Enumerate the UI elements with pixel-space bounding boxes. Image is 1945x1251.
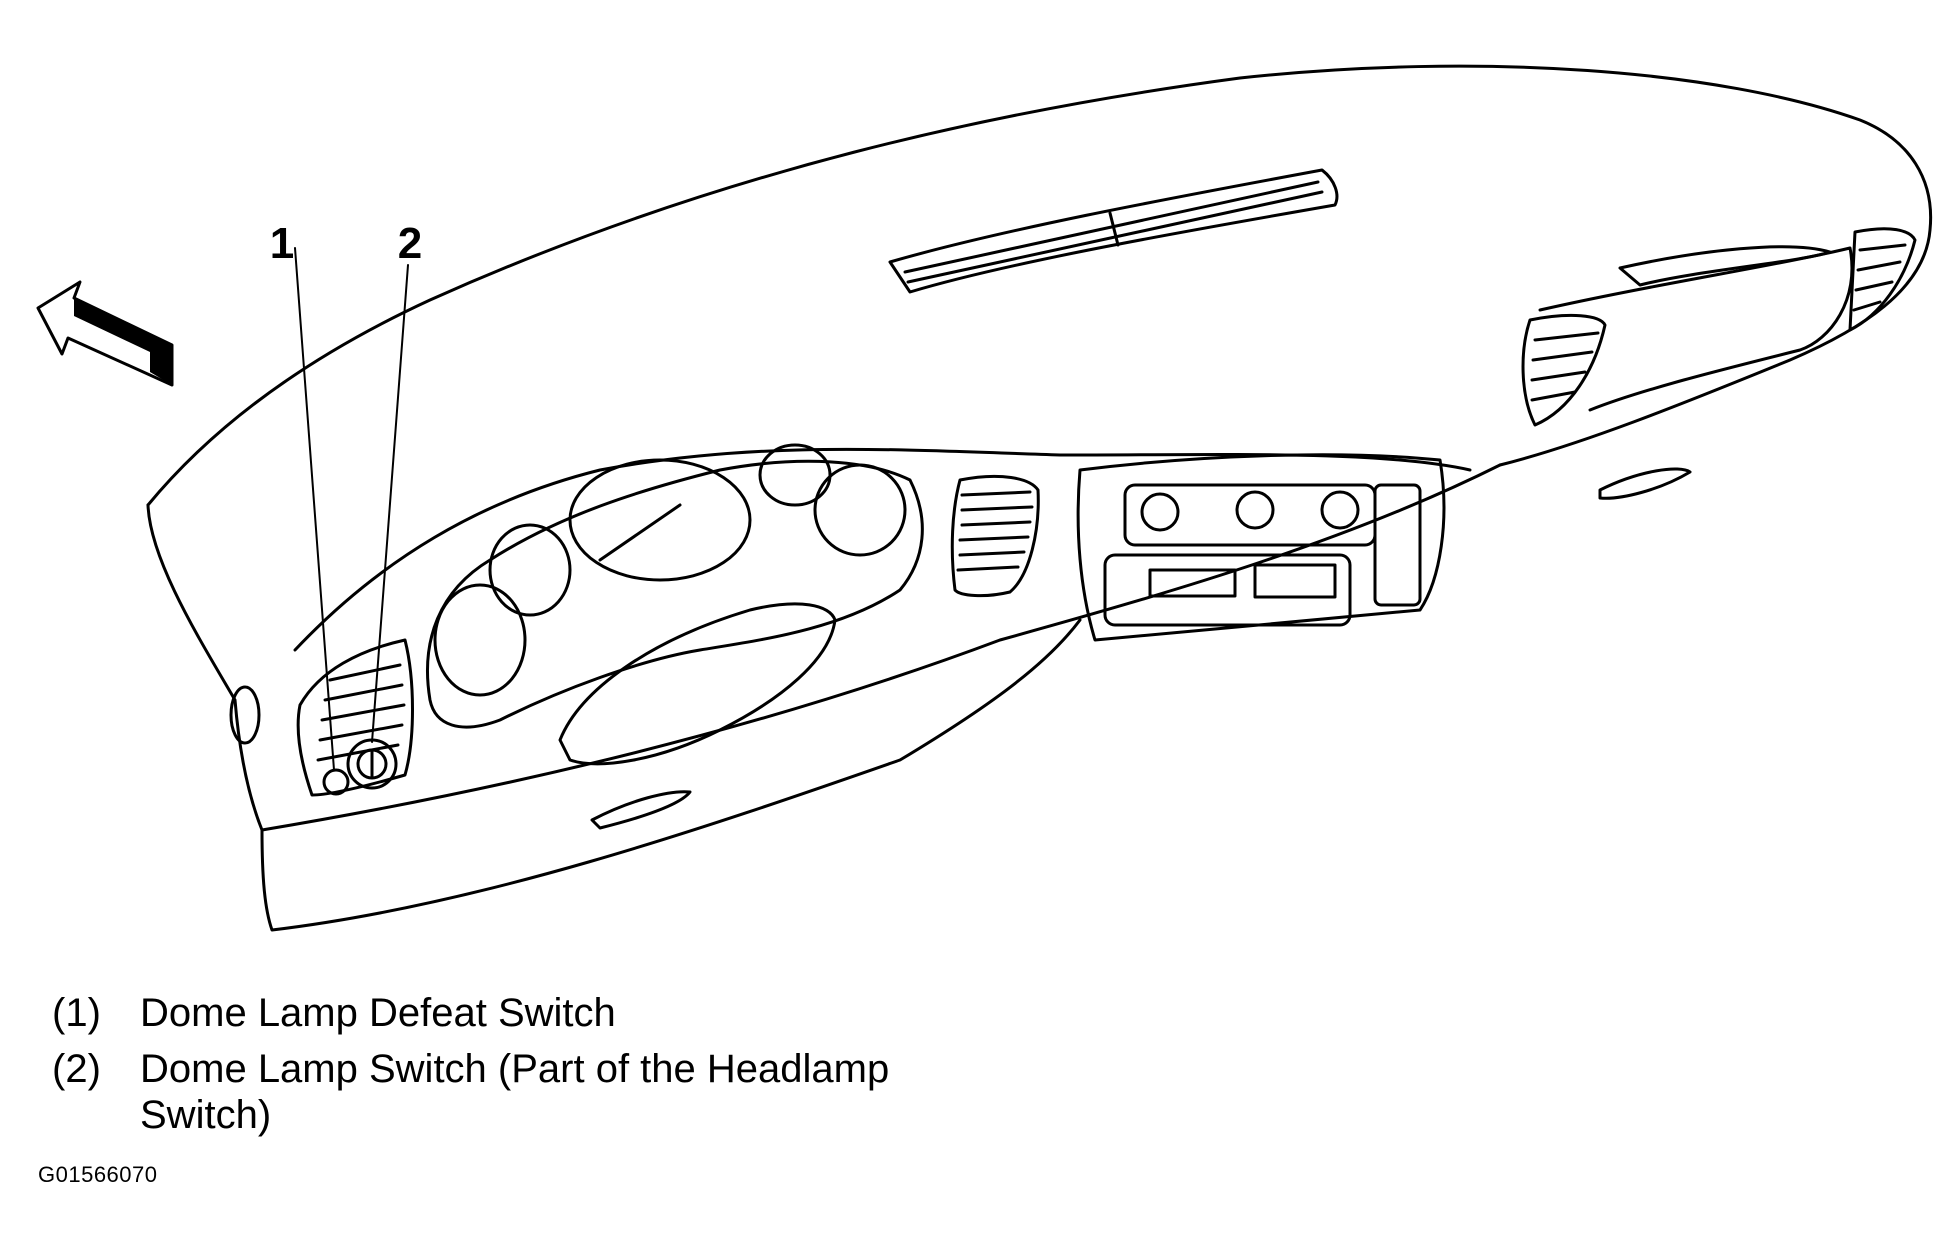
callout-legend: (1) Dome Lamp Defeat Switch (2) Dome Lam… xyxy=(52,990,1152,1148)
center-air-vent xyxy=(950,474,1040,598)
dashboard-knee-panel xyxy=(260,618,1082,932)
front-direction-arrow-icon xyxy=(36,280,174,387)
callout-2-leader xyxy=(371,264,409,743)
legend-label: Dome Lamp Switch (Part of the Headlamp S… xyxy=(140,1047,890,1137)
center-stack xyxy=(1076,453,1446,642)
instrument-cluster xyxy=(426,443,924,729)
dome-lamp-defeat-switch xyxy=(322,768,350,796)
glove-box-lid xyxy=(1538,246,1854,412)
instrument-panel-diagram: 1 2 xyxy=(36,64,1933,932)
passenger-vent-right xyxy=(1848,227,1917,332)
legend-label: Dome Lamp Defeat Switch xyxy=(140,991,616,1035)
passenger-grab-handle xyxy=(1618,245,1832,287)
left-outboard-vent xyxy=(296,638,414,797)
callout-2-number: 2 xyxy=(398,219,422,268)
legend-item: (2) Dome Lamp Switch (Part of the Headla… xyxy=(52,1046,1152,1138)
steering-column-opening xyxy=(558,602,837,766)
legend-item: (1) Dome Lamp Defeat Switch xyxy=(52,990,1152,1036)
dashboard-top-outline xyxy=(146,64,1933,507)
lower-panel-trim xyxy=(590,790,692,830)
passenger-side-speaker xyxy=(1598,467,1692,500)
headlamp-switch-knob xyxy=(346,738,398,790)
figure-id: G01566070 xyxy=(38,1162,158,1187)
defroster-vent xyxy=(888,168,1339,294)
legend-key: (2) xyxy=(52,1047,101,1091)
left-side-vent xyxy=(229,685,261,745)
legend-key: (1) xyxy=(52,991,101,1035)
dashboard-lower-edge xyxy=(260,463,1502,832)
callout-1-number: 1 xyxy=(270,219,294,268)
callout-1-leader xyxy=(294,247,335,771)
dashboard-left-end xyxy=(146,503,264,832)
passenger-vent-left xyxy=(1521,313,1607,427)
